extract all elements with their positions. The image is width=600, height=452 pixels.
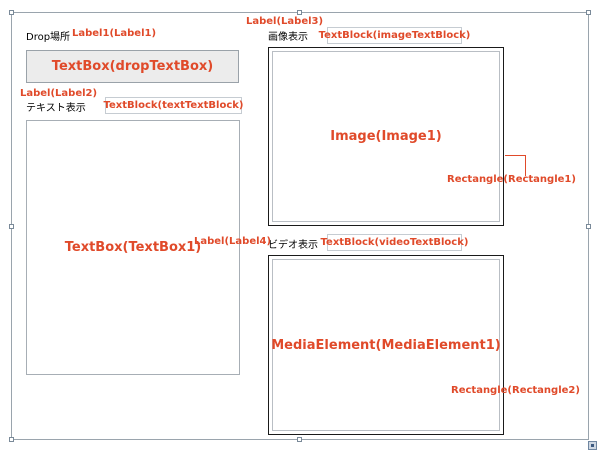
rectangle1-annotation: Rectangle(Rectangle1) xyxy=(447,174,576,185)
text-textblock[interactable]: TextBlock(textTextBlock) xyxy=(103,97,244,114)
label2-annotation: Label(Label2) xyxy=(20,88,98,99)
label1: Drop場所 xyxy=(26,32,71,43)
image-textblock[interactable]: TextBlock(imageTextBlock) xyxy=(319,27,470,44)
resize-handle-bottom-left[interactable] xyxy=(9,437,14,442)
drop-textbox[interactable]: TextBox(dropTextBox) xyxy=(26,50,239,83)
rectangle1[interactable]: Image(Image1) xyxy=(268,47,504,226)
label4: ビデオ表示 xyxy=(268,240,318,251)
image-textblock-annotation: TextBlock(imageTextBlock) xyxy=(318,30,471,41)
video-textblock[interactable]: TextBlock(videoTextBlock) xyxy=(321,234,468,251)
text-textblock-annotation: TextBlock(textTextBlock) xyxy=(103,100,244,111)
rectangle2-annotation: Rectangle(Rectangle2) xyxy=(451,385,580,396)
textbox1-annotation: TextBox(TextBox1) xyxy=(64,240,202,255)
video-textblock-annotation: TextBlock(videoTextBlock) xyxy=(320,237,469,248)
label3-annotation: Label(Label3) xyxy=(246,16,324,27)
textbox1[interactable]: TextBox(TextBox1) xyxy=(26,120,240,375)
resize-handle-top-center[interactable] xyxy=(297,10,302,15)
label1-annotation: Label1(Label1) xyxy=(72,28,157,39)
label4-annotation: Label(Label4) xyxy=(194,236,272,247)
rectangle2[interactable]: MediaElement(MediaElement1) xyxy=(268,255,504,435)
resize-grip-icon[interactable] xyxy=(588,441,597,450)
resize-handle-bottom-center[interactable] xyxy=(297,437,302,442)
resize-handle-right-middle[interactable] xyxy=(586,224,591,229)
media-element1[interactable] xyxy=(272,259,500,431)
rectangle1-leader-line xyxy=(505,155,526,176)
resize-handle-top-right[interactable] xyxy=(586,10,591,15)
label3: 画像表示 xyxy=(268,32,308,43)
media-element1-annotation: MediaElement(MediaElement1) xyxy=(271,337,501,353)
image1-annotation: Image(Image1) xyxy=(330,129,442,144)
label2: テキスト表示 xyxy=(26,103,86,114)
image1[interactable] xyxy=(272,51,500,222)
resize-handle-top-left[interactable] xyxy=(9,10,14,15)
drop-textbox-annotation: TextBox(dropTextBox) xyxy=(51,59,214,74)
resize-handle-left-middle[interactable] xyxy=(9,224,14,229)
